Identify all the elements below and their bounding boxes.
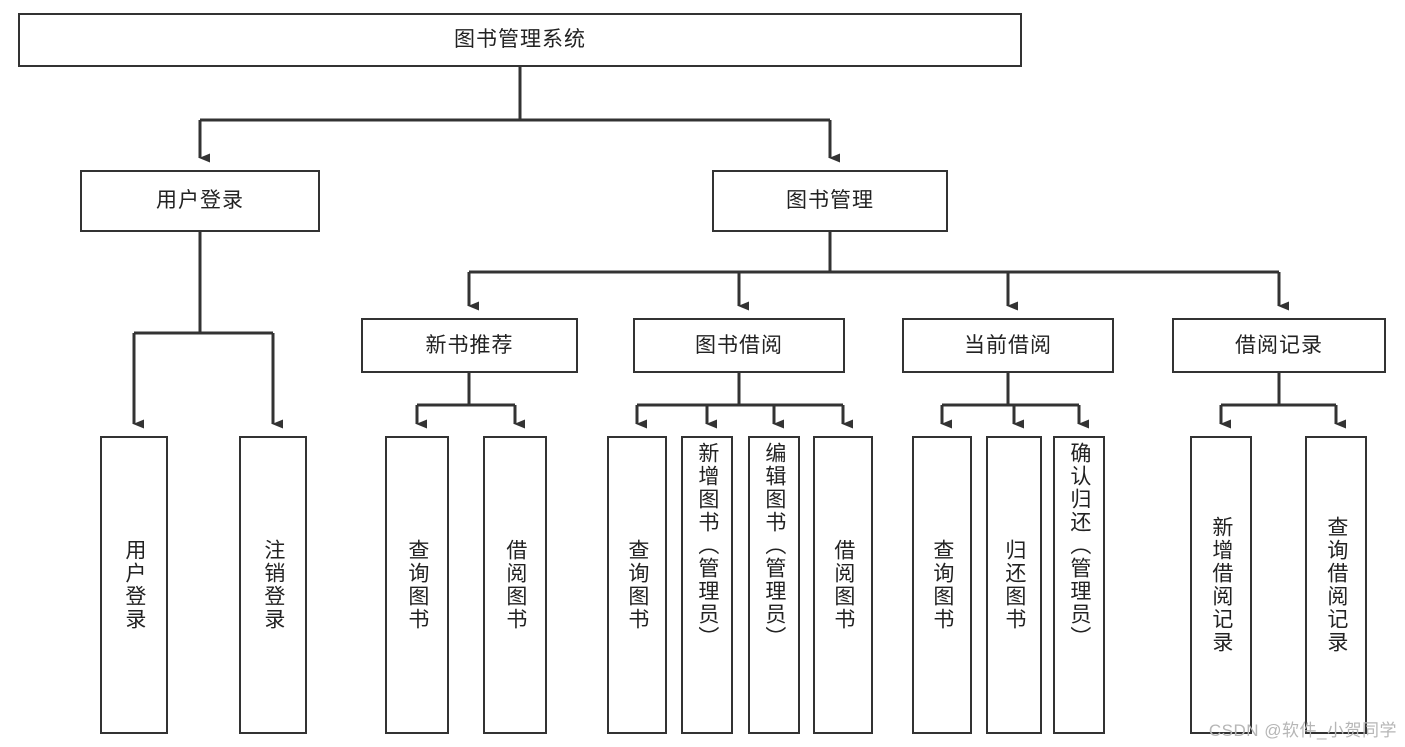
node-book-management[interactable]: 图书管理 [712, 170, 948, 232]
node-book-management-label: 图书管理 [786, 189, 874, 213]
leaf-borrow-books-recommend-label: 借阅图书 [503, 539, 527, 631]
leaf-add-borrow-record-label: 新增借阅记录 [1209, 516, 1233, 654]
node-user-login[interactable]: 用户登录 [80, 170, 320, 232]
leaf-logout[interactable]: 注销登录 [239, 436, 307, 734]
leaf-query-books-recommend[interactable]: 查询图书 [385, 436, 449, 734]
leaf-add-book-admin[interactable]: 新增图书（管理员） [681, 436, 733, 734]
leaf-confirm-return-admin[interactable]: 确认归还（管理员） [1053, 436, 1105, 734]
leaf-logout-label: 注销登录 [261, 539, 285, 631]
leaf-add-borrow-record[interactable]: 新增借阅记录 [1190, 436, 1252, 734]
leaf-query-borrow-record[interactable]: 查询借阅记录 [1305, 436, 1367, 734]
node-book-borrowing[interactable]: 图书借阅 [633, 318, 845, 373]
node-borrow-records-label: 借阅记录 [1235, 333, 1323, 357]
leaf-edit-book-admin-label: 编辑图书（管理员） [762, 442, 786, 649]
leaf-query-books-current-label: 查询图书 [930, 539, 954, 631]
leaf-borrow-books-borrowing[interactable]: 借阅图书 [813, 436, 873, 734]
leaf-borrow-books-recommend[interactable]: 借阅图书 [483, 436, 547, 734]
leaf-add-book-admin-label: 新增图书（管理员） [695, 442, 719, 649]
leaf-confirm-return-admin-label: 确认归还（管理员） [1067, 442, 1091, 649]
node-root[interactable]: 图书管理系统 [18, 13, 1022, 67]
node-new-book-recommendation[interactable]: 新书推荐 [361, 318, 578, 373]
node-new-book-recommendation-label: 新书推荐 [425, 333, 514, 357]
leaf-edit-book-admin[interactable]: 编辑图书（管理员） [748, 436, 800, 734]
node-user-login-label: 用户登录 [156, 189, 244, 213]
leaf-return-books-label: 归还图书 [1002, 539, 1026, 631]
leaf-query-borrow-record-label: 查询借阅记录 [1324, 516, 1348, 654]
leaf-borrow-books-borrowing-label: 借阅图书 [831, 539, 855, 631]
leaf-user-login-label: 用户登录 [122, 539, 146, 631]
leaf-return-books[interactable]: 归还图书 [986, 436, 1042, 734]
node-root-label: 图书管理系统 [454, 28, 586, 52]
leaf-query-books-borrowing[interactable]: 查询图书 [607, 436, 667, 734]
leaf-user-login[interactable]: 用户登录 [100, 436, 168, 734]
leaf-query-books-borrowing-label: 查询图书 [625, 539, 649, 631]
node-book-borrowing-label: 图书借阅 [695, 333, 783, 357]
node-current-borrowing[interactable]: 当前借阅 [902, 318, 1114, 373]
node-borrow-records[interactable]: 借阅记录 [1172, 318, 1386, 373]
node-current-borrowing-label: 当前借阅 [964, 333, 1052, 357]
leaf-query-books-current[interactable]: 查询图书 [912, 436, 972, 734]
leaf-query-books-recommend-label: 查询图书 [405, 539, 429, 631]
